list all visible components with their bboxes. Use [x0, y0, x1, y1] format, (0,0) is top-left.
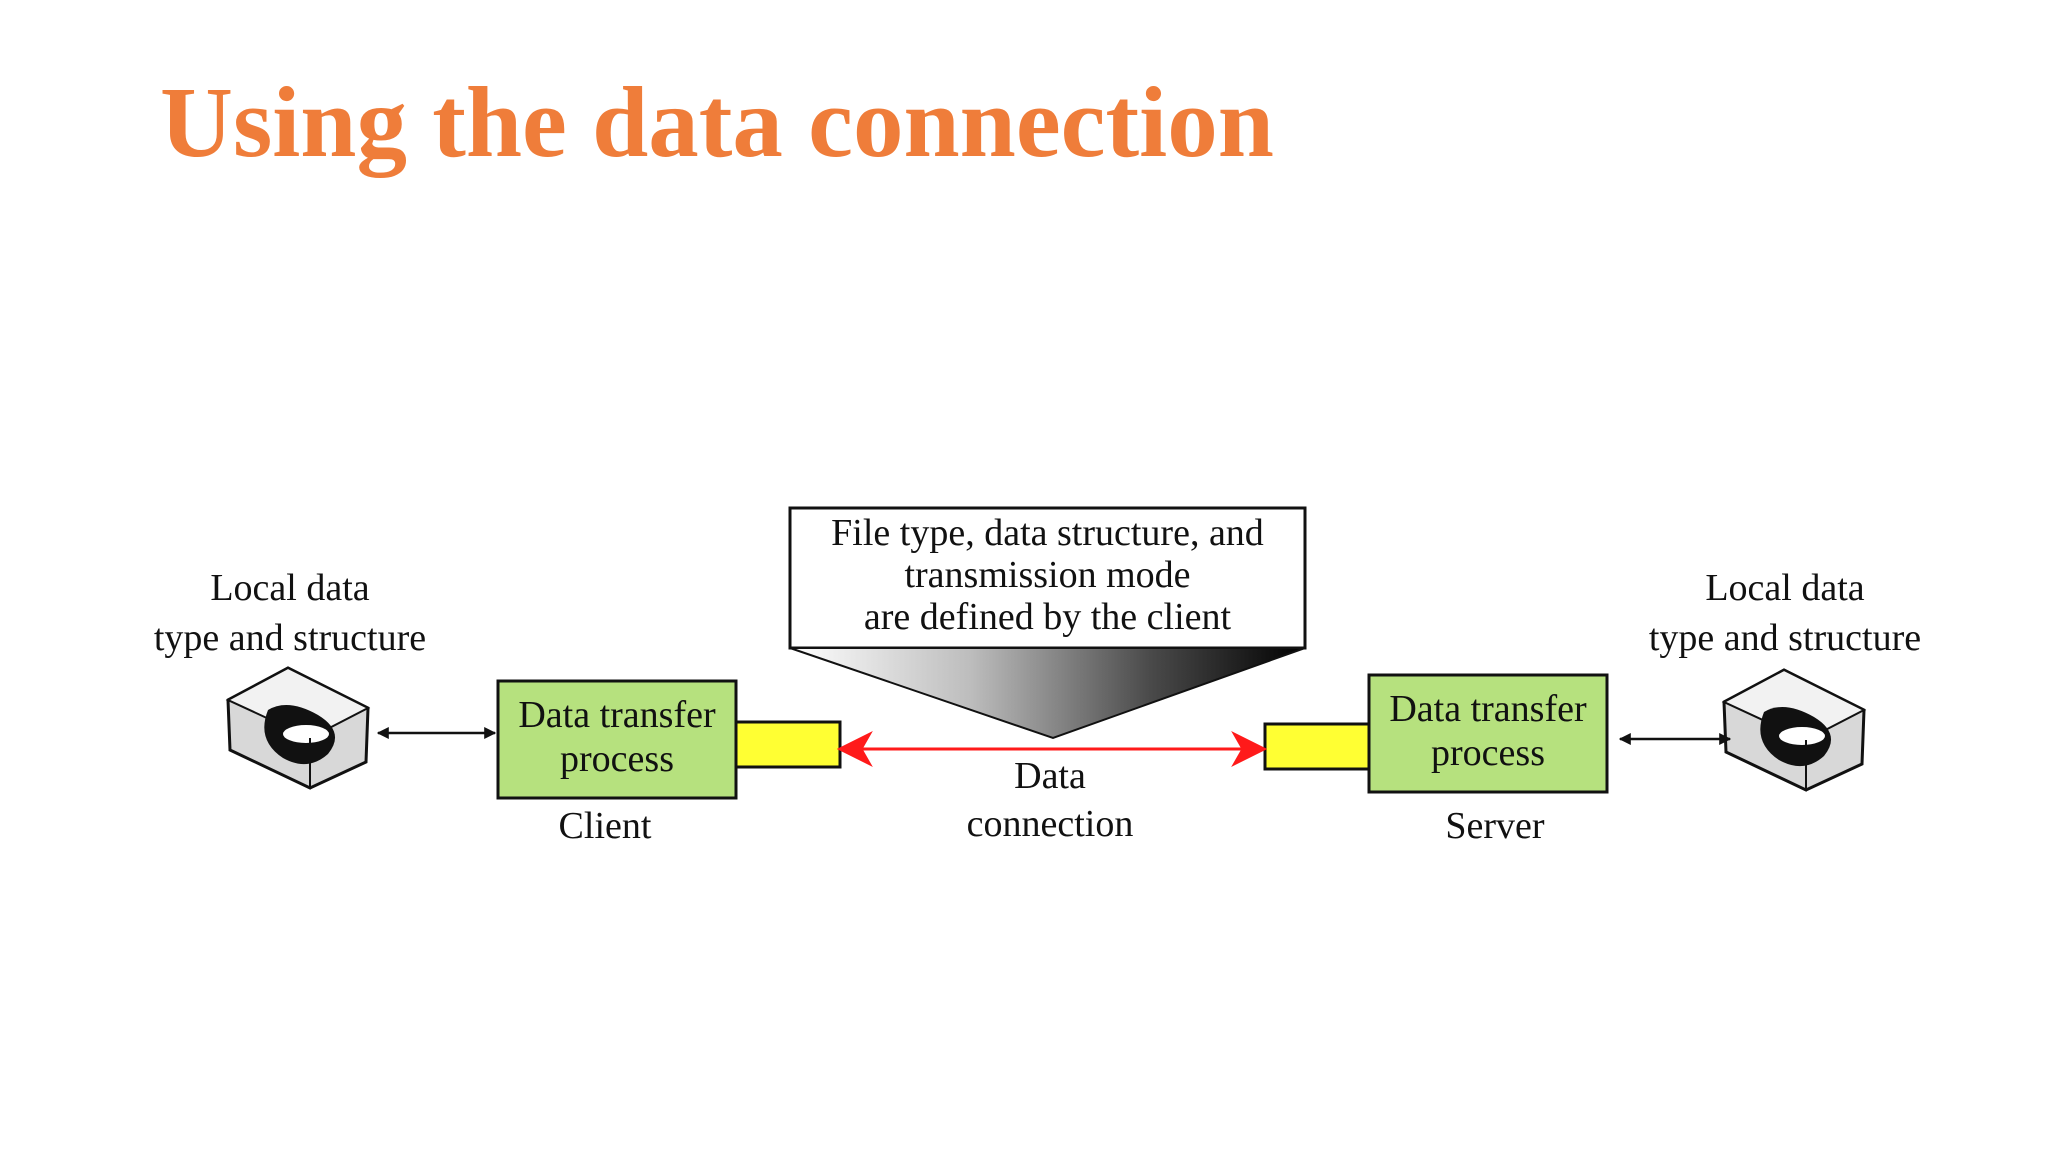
slide-title: Using the data connection	[160, 66, 1274, 178]
callout-line: File type, data structure, and	[831, 512, 1264, 554]
client-local-data-label: Local data type and structure	[130, 563, 450, 663]
server-local-data-label: Local data type and structure	[1625, 563, 1945, 663]
client-hard-disk-icon	[225, 666, 371, 790]
server-process-label: Data transfer process	[1369, 687, 1607, 775]
server-hard-disk-icon	[1721, 668, 1867, 792]
callout-box	[788, 506, 1307, 740]
client-process-box	[496, 679, 738, 800]
label-line: Data transfer	[1389, 688, 1587, 730]
callout-text: File type, data structure, and transmiss…	[790, 512, 1305, 638]
label-line: type and structure	[153, 617, 427, 659]
label-line: connection	[966, 803, 1134, 845]
label-line: Local data	[1705, 567, 1865, 609]
label-line: Local data	[210, 567, 370, 609]
label-line: process	[560, 738, 674, 780]
label-line: type and structure	[1648, 617, 1922, 659]
label-line: process	[1431, 732, 1545, 774]
server-port	[1263, 722, 1371, 771]
client-port	[734, 720, 842, 769]
client-process-label: Data transfer process	[498, 693, 736, 781]
server-label: Server	[1445, 805, 1545, 847]
label-line: Data transfer	[518, 694, 716, 736]
client-label: Client	[558, 805, 652, 847]
callout-line: transmission mode	[904, 554, 1191, 596]
server-process-box	[1367, 673, 1609, 794]
label-line: Data	[1014, 755, 1086, 797]
callout-line: are defined by the client	[863, 596, 1232, 638]
data-connection-label: Data connection	[900, 752, 1200, 848]
